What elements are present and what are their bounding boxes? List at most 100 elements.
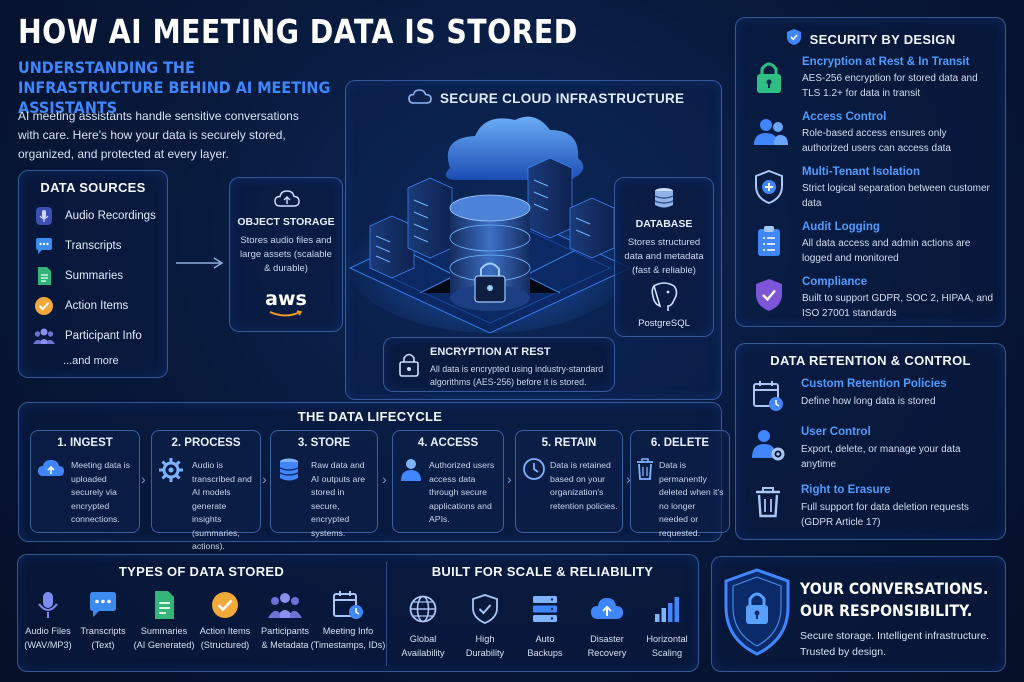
security-item-text: Built to support GDPR, SOC 2, HIPAA, and… [802, 293, 994, 319]
object-storage-text: Stores audio files and large assets (sca… [240, 235, 332, 274]
type-label: Summaries [140, 626, 188, 636]
security-title: SECURITY BY DESIGN [809, 32, 956, 47]
retention-item-policies: Custom Retention Policies Define how lon… [752, 378, 997, 422]
security-item-multi-tenant: Multi-Tenant Isolation Strict logical se… [754, 166, 997, 216]
microphone-icon [13, 590, 83, 620]
data-source-label: Audio Recordings [65, 210, 156, 222]
shield-check-icon [754, 278, 784, 317]
security-title-row: SECURITY BY DESIGN [736, 28, 1005, 51]
padlock-icon [398, 350, 420, 383]
postgresql-label: PostgreSQL [638, 318, 690, 329]
retention-item-title: Custom Retention Policies [801, 378, 947, 390]
user-icon [399, 457, 423, 488]
scale-label: Auto [535, 634, 555, 644]
microphone-icon [33, 205, 55, 227]
trash-icon [754, 486, 782, 523]
trash-icon [635, 457, 655, 486]
lifecycle-step-text: Audio is transcribed and AI models gener… [192, 460, 252, 551]
object-storage-title: OBJECT STORAGE [237, 216, 335, 228]
lifecycle-step-text: Data is retained based on your organizat… [550, 460, 618, 511]
type-label: Participants [260, 626, 309, 636]
lifecycle-step-title: 3. STORE [297, 437, 351, 449]
object-storage-card: OBJECT STORAGE Stores audio files and la… [229, 177, 343, 332]
type-label: Meeting Info [322, 626, 374, 636]
lifecycle-step-text: Data is permanently deleted when it's no… [659, 460, 724, 538]
lifecycle-step-text: Authorized users access data through sec… [429, 460, 495, 524]
type-sub: & Metadata [261, 640, 309, 650]
type-summaries: Summaries (AI Generated) [129, 590, 199, 652]
security-item-encryption: Encryption at Rest & In Transit AES-256 … [754, 56, 997, 106]
type-action-items: Action Items (Structured) [190, 590, 260, 652]
scale-sub: Scaling [651, 648, 683, 658]
security-item-title: Encryption at Rest & In Transit [802, 56, 970, 68]
type-meeting-info: Meeting Info(Timestamps, IDs) [304, 590, 392, 652]
shield-lock-icon [722, 567, 792, 662]
security-item-audit-logging: Audit Logging All data access and admin … [754, 221, 997, 271]
retention-item-text: Export, delete, or manage your data anyt… [801, 444, 961, 470]
lifecycle-step-process: 2. PROCESS Audio is transcribed and AI m… [151, 430, 261, 551]
padlock-icon [754, 60, 784, 99]
scale-sub: Availability [401, 648, 445, 658]
lifecycle-step-title: 4. ACCESS [417, 437, 479, 449]
people-icon [250, 590, 320, 620]
lifecycle-step-title: 1. INGEST [57, 437, 113, 449]
security-item-title: Access Control [802, 111, 887, 123]
retention-item-title: User Control [801, 426, 871, 438]
arrow-icon: › [141, 471, 146, 487]
user-gear-icon [752, 428, 786, 467]
check-circle-icon [190, 590, 260, 620]
data-source-action-items: Action Items [33, 295, 128, 317]
users-icon [754, 117, 788, 152]
retention-title: DATA RETENTION & CONTROL [770, 353, 971, 368]
clock-icon [522, 457, 546, 486]
data-sources-title: DATA SOURCES [40, 180, 146, 195]
data-source-label: Participant Info [65, 330, 142, 342]
data-source-summaries: Summaries [33, 265, 123, 287]
data-source-label: Transcripts [65, 240, 122, 252]
lifecycle-step-title: 5. RETAIN [541, 437, 597, 449]
type-label: Action Items [199, 626, 251, 636]
data-source-label: Action Items [65, 300, 129, 312]
chat-bubble-icon [33, 235, 55, 257]
closing-panel: YOUR CONVERSATIONS. OUR RESPONSIBILITY. … [711, 556, 1006, 672]
lifecycle-step-text: Meeting data is uploaded securely via en… [71, 460, 130, 524]
check-circle-icon [33, 295, 55, 317]
postgresql-elephant-icon [648, 282, 680, 317]
lifecycle-step-title: 6. DELETE [650, 437, 710, 449]
retention-item-text: Full support for data deletion requests … [801, 502, 969, 528]
page-title: HOW AI MEETING DATA IS STORED [18, 12, 578, 51]
security-item-title: Compliance [802, 276, 868, 288]
database-text: Stores structured data and metadata (fas… [624, 237, 704, 276]
cloud-title-row: SECURE CLOUD INFRASTRUCTURE [408, 88, 684, 109]
intro-text: AI meeting assistants handle sensitive c… [18, 109, 299, 161]
database-card: DATABASE Stores structured data and meta… [614, 177, 714, 337]
type-label: Transcripts [80, 626, 126, 636]
database-icon [652, 186, 676, 215]
security-item-access-control: Access Control Role-based access ensures… [754, 111, 997, 161]
arrow-icon: › [382, 471, 387, 487]
type-sub: (Structured) [200, 640, 250, 650]
document-icon [129, 590, 199, 620]
clipboard-icon [756, 225, 782, 262]
security-item-title: Audit Logging [802, 221, 880, 233]
type-label: Audio Files [25, 626, 71, 636]
scale-label: Horizontal [646, 634, 688, 644]
data-source-participants: Participant Info [33, 325, 142, 347]
lifecycle-step-text: Raw data and AI outputs are stored in se… [311, 460, 366, 538]
cloud-upload-icon [274, 188, 300, 213]
lifecycle-step-delete: 6. DELETE Data is permanently deleted wh… [630, 430, 730, 538]
globe-icon [388, 594, 458, 624]
scale-sub: Backups [527, 648, 563, 658]
data-source-label: Summaries [65, 270, 124, 282]
security-item-text: Role-based access ensures only authorize… [802, 128, 951, 154]
lifecycle-step-access: 4. ACCESS Authorized users access data t… [392, 430, 504, 533]
chat-bubble-icon [68, 590, 138, 620]
type-sub: (AI Generated) [133, 640, 195, 650]
security-item-text: AES-256 encryption for stored data and T… [802, 73, 978, 99]
encryption-title: ENCRYPTION AT REST [430, 346, 551, 358]
shield-icon [786, 28, 802, 51]
